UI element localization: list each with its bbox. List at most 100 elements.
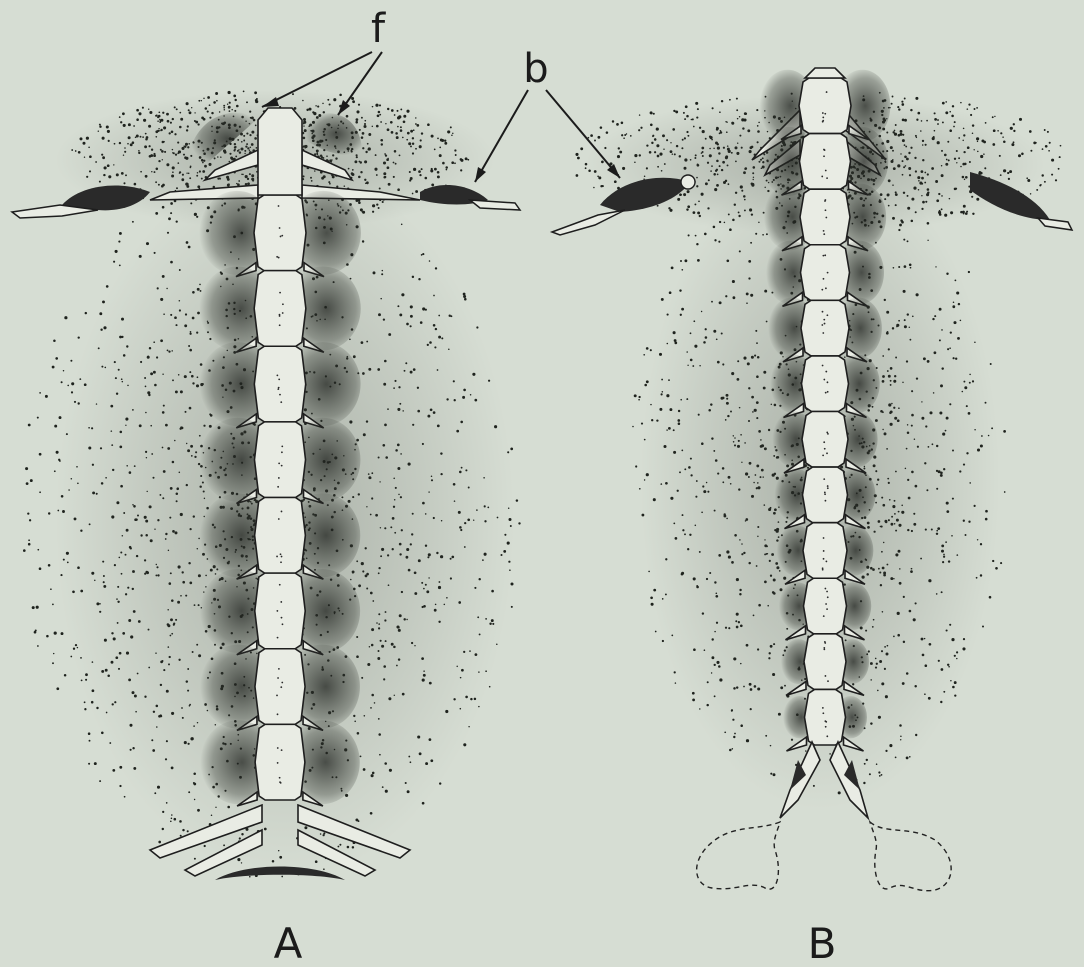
stipple-dot [36, 606, 39, 609]
vertebra-texture [827, 680, 829, 682]
vertebra-texture [277, 713, 279, 715]
vertebra-texture [822, 112, 824, 114]
stipple-dot [650, 349, 652, 351]
stipple-dot [982, 625, 984, 627]
vertebra-segment [803, 523, 847, 579]
vertebra-texture [825, 500, 827, 502]
dashed-outline-right [870, 822, 951, 891]
stipple-dot [56, 451, 59, 454]
stipple-dot [638, 396, 640, 398]
stipple-dot [688, 234, 690, 236]
stipple-dot [119, 232, 122, 235]
panel-label-b: B [808, 919, 837, 967]
vertebra-texture [824, 323, 826, 325]
stipple-dot [635, 465, 637, 467]
stipple-dot [1039, 184, 1041, 186]
stipple-dot [1058, 168, 1060, 170]
stipple-dot [84, 708, 86, 710]
vertebra-texture [822, 332, 824, 334]
stipple-dot [661, 298, 664, 301]
vertebra-texture [282, 623, 284, 625]
stipple-dot [1013, 123, 1015, 125]
vertebra-texture [823, 615, 825, 617]
stipple-dot [1059, 156, 1061, 158]
stipple-dot [1042, 148, 1044, 150]
stipple-dot [1051, 159, 1054, 162]
stipple-dot [1047, 131, 1049, 133]
vertebra-texture [280, 561, 282, 563]
vertebra-texture [825, 603, 827, 605]
vertebra-texture [277, 677, 279, 679]
vertebra-texture [278, 387, 280, 389]
stipple-dot [32, 606, 35, 609]
stipple-dot [28, 543, 31, 546]
stipple-dot [249, 876, 251, 878]
stipple-dot [892, 96, 894, 98]
vertebra-segment [254, 422, 305, 498]
vertebra-texture [280, 236, 282, 238]
vertebra-segment [801, 245, 850, 301]
stipple-dot [194, 858, 196, 860]
stipple-dot [616, 123, 619, 126]
stipple-dot [85, 312, 87, 314]
vertebra-texture [277, 486, 279, 488]
vertebra-texture [822, 454, 824, 456]
vertebra-texture [282, 312, 284, 314]
stipple-dot [644, 384, 647, 387]
vertebra-segment [799, 78, 851, 134]
stipple-dot [112, 769, 115, 772]
vertebra-texture [824, 149, 826, 151]
stipple-dot [28, 424, 31, 427]
stipple-dot [945, 101, 947, 103]
column-head-b [805, 68, 845, 78]
vertebra-texture [822, 117, 824, 119]
vertebra-texture [824, 113, 826, 115]
stipple-dot [78, 336, 80, 338]
stipple-dot [48, 564, 51, 567]
stipple-dot [1019, 118, 1022, 121]
stipple-dot [643, 354, 645, 356]
vertebra-texture [825, 721, 827, 723]
stipple-dot [118, 241, 120, 243]
stipple-dot [23, 549, 26, 552]
stipple-dot [695, 235, 697, 237]
stipple-dot [904, 98, 906, 100]
vertebra-texture [281, 451, 283, 453]
vertebra-texture [279, 777, 281, 779]
vertebra-texture [281, 749, 283, 751]
stipple-dot [1035, 142, 1037, 144]
stipple-dot [669, 291, 672, 294]
vertebra-texture [823, 441, 825, 443]
vertebra-texture [280, 401, 282, 403]
vertebra-texture [279, 394, 281, 396]
stipple-dot [594, 140, 596, 142]
vertebra-texture [826, 91, 828, 93]
vertebra-texture [277, 388, 279, 390]
stipple-dot [976, 107, 978, 109]
stipple-dot [54, 425, 57, 428]
vertebra-segment [805, 689, 846, 745]
stipple-dot [35, 629, 37, 631]
stipple-dot [990, 363, 992, 365]
vertebra-texture [826, 591, 828, 593]
vertebra-segment [801, 300, 849, 356]
vertebra-texture [825, 371, 827, 373]
stipple-dot [974, 108, 976, 110]
vertebra-texture [278, 668, 280, 670]
stipple-dot [968, 271, 970, 273]
vertebra-texture [825, 209, 827, 211]
stipple-dot [54, 470, 56, 472]
panel-b [552, 68, 1072, 891]
vertebra-texture [277, 637, 279, 639]
vertebra-segment [254, 271, 306, 347]
vertebra-texture [826, 432, 828, 434]
stipple-dot [37, 417, 39, 419]
stipple-dot [54, 632, 57, 635]
vertebral-column-a [199, 108, 361, 806]
vertebra-texture [280, 601, 282, 603]
stipple-dot [30, 479, 33, 482]
stipple-dot [593, 187, 595, 189]
vertebra-texture [823, 550, 825, 552]
stipple-dot [989, 596, 992, 599]
vertebra-segment [800, 134, 851, 190]
